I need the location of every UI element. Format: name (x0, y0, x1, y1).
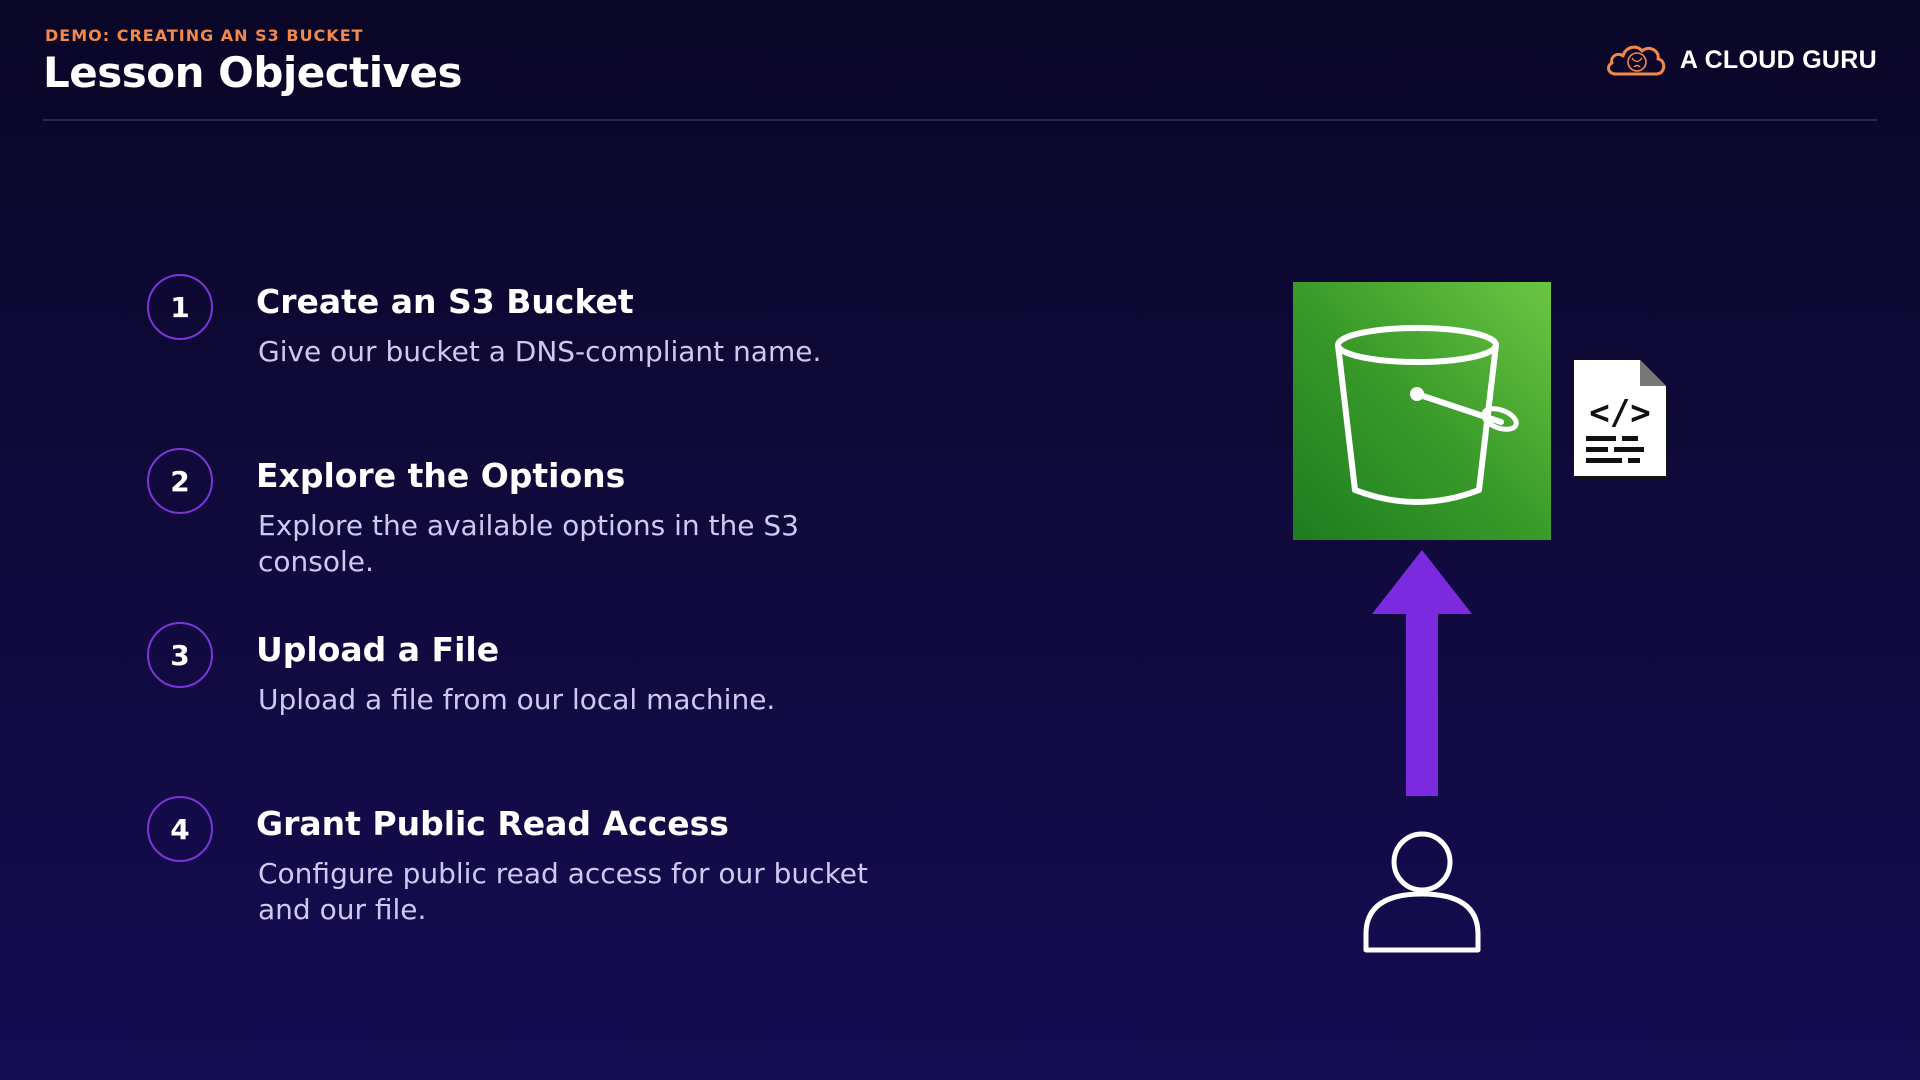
objective-description: Configure public read access for our buc… (258, 857, 868, 926)
cloud-logo-icon (1604, 38, 1668, 82)
page-title: Lesson Objectives (43, 48, 463, 97)
objective-item: 4 Grant Public Read Access Configure pub… (147, 796, 947, 956)
objective-title: Create an S3 Bucket (256, 282, 634, 321)
code-file-icon: </> (1574, 360, 1674, 484)
objective-title: Grant Public Read Access (256, 804, 729, 843)
code-glyph: </> (1589, 393, 1650, 433)
objective-item: 1 Create an S3 Bucket Give our bucket a … (147, 274, 947, 434)
objective-number: 3 (147, 622, 213, 688)
objective-item: 3 Upload a File Upload a file from our l… (147, 622, 947, 782)
objective-number: 4 (147, 796, 213, 862)
objective-item: 2 Explore the Options Explore the availa… (147, 448, 947, 608)
objective-description: Give our bucket a DNS-compliant name. (258, 335, 822, 368)
brand-name: A CLOUD GURU (1679, 45, 1877, 74)
s3-bucket-icon (1293, 282, 1551, 540)
objective-title: Upload a File (256, 630, 500, 669)
objective-title: Explore the Options (256, 456, 626, 495)
objective-description: Explore the available options in the S3 … (258, 509, 799, 578)
user-icon (1362, 830, 1482, 954)
upload-arrow-icon (1370, 550, 1474, 798)
header-divider (43, 119, 1877, 121)
objective-number: 2 (147, 448, 213, 514)
objective-description: Upload a file from our local machine. (258, 683, 776, 716)
brand-logo: A CLOUD GURU (1604, 38, 1877, 82)
lesson-subtitle: DEMO: CREATING AN S3 BUCKET (45, 26, 364, 45)
objective-number: 1 (147, 274, 213, 340)
